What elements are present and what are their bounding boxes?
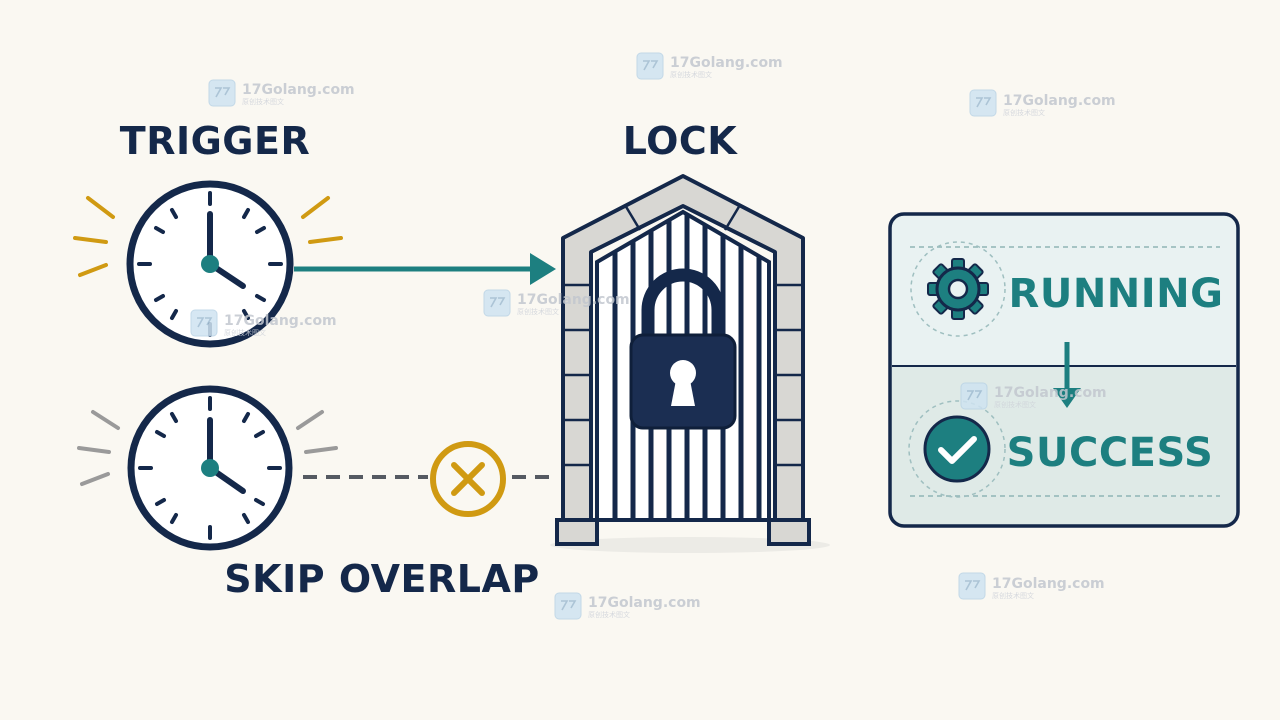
watermark: 17Golang.com 原创技术图文 [190,309,337,337]
skip-overlap-heading: SKIP OVERLAP [224,557,539,601]
watermark: 17Golang.com 原创技术图文 [960,382,1107,410]
watermark-text: 17Golang.com [670,55,783,71]
watermark: 17Golang.com 原创技术图文 [636,52,783,80]
watermark: 17Golang.com 原创技术图文 [554,592,701,620]
trigger-clock-icon [73,180,343,348]
watermark-text: 17Golang.com [994,385,1107,401]
watermark: 17Golang.com 原创技术图文 [958,572,1105,600]
lock-heading: LOCK [623,119,739,163]
watermark-text: 17Golang.com [588,595,701,611]
watermark-subtext: 原创技术图文 [670,70,712,79]
trigger-heading: TRIGGER [120,119,310,163]
watermark-subtext: 原创技术图文 [992,591,1034,600]
padlock-icon [629,268,737,430]
trigger-arrow [294,253,556,285]
success-state-label: SUCCESS [1007,430,1214,476]
running-state-label: RUNNING [1009,271,1224,317]
transition-arrow [1053,342,1081,408]
watermark-subtext: 原创技术图文 [517,307,559,316]
skipped-clock-icon [77,385,338,551]
watermark-subtext: 原创技术图文 [994,400,1036,409]
skip-x-icon [430,441,506,517]
watermark-subtext: 原创技术图文 [588,610,630,619]
watermark-text: 17Golang.com [992,576,1105,592]
watermark: 17Golang.com 原创技术图文 [969,89,1116,117]
watermark: 17Golang.com 原创技术图文 [483,289,630,317]
watermark-text: 17Golang.com [1003,93,1116,109]
trigger-rays [73,196,343,277]
watermark-subtext: 原创技术图文 [1003,108,1045,117]
check-circle-icon [908,400,1006,498]
skipped-rays [77,410,338,486]
watermark-subtext: 原创技术图文 [242,97,284,106]
watermark-text: 17Golang.com [517,292,630,308]
state-panel [888,212,1240,528]
watermark: 17Golang.com 原创技术图文 [208,79,355,107]
watermark-text: 17Golang.com [224,313,337,329]
watermark-text: 17Golang.com [242,82,355,98]
gear-icon [910,241,1006,337]
watermark-subtext: 原创技术图文 [224,328,266,337]
